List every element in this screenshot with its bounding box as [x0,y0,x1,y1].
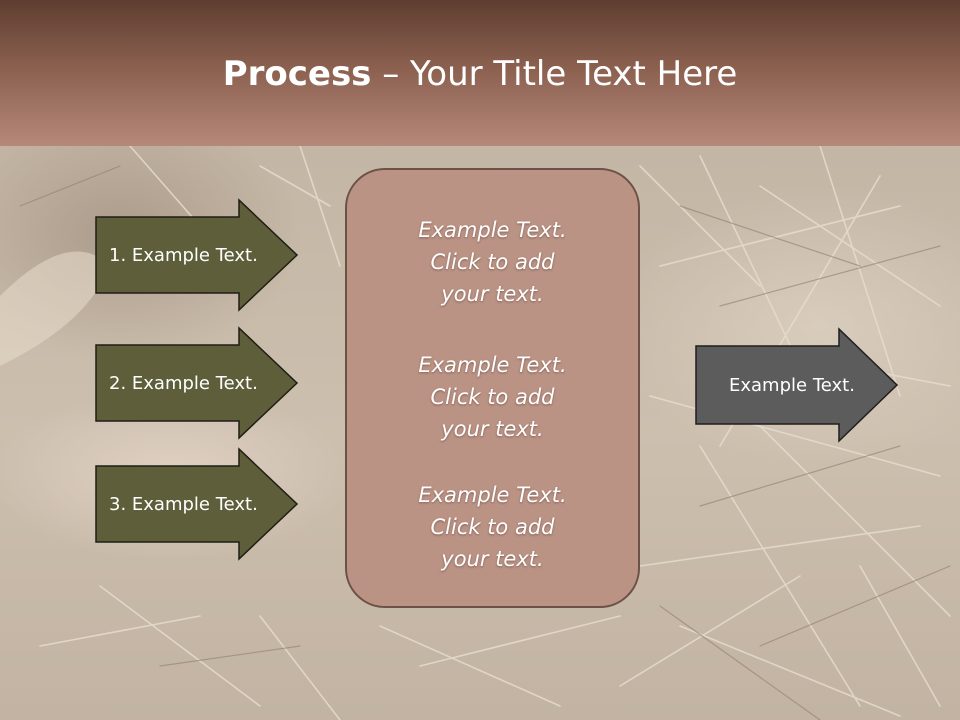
step-arrow-3[interactable]: 3. Example Text. [95,447,300,561]
result-arrow[interactable]: Example Text. [695,327,900,443]
dry-grass-texture [0,146,951,720]
text-block-2-line2: Click to add [430,385,555,409]
result-arrow-shape [695,327,899,443]
text-block-3-line1: Example Text. [418,483,567,507]
text-block-1-line1: Example Text. [418,218,567,242]
arrow-shape-2 [95,326,299,440]
step-arrow-2-label: 2. Example Text. [109,372,258,394]
title-bold-part: Process [222,54,372,94]
text-block-1-line2: Click to add [430,250,555,274]
slide-title[interactable]: Process – Your Title Text Here [0,52,960,96]
step-arrow-3-label: 3. Example Text. [109,493,258,515]
step-arrow-1[interactable]: 1. Example Text. [95,198,300,312]
text-block-2-line1: Example Text. [418,353,567,377]
text-block-3-line2: Click to add [430,515,555,539]
text-block-1: Example Text. Click to add your text. [347,214,638,310]
arrow-shape-3 [95,447,299,561]
title-bar: Process – Your Title Text Here [0,0,960,146]
step-arrow-1-label: 1. Example Text. [109,244,258,266]
text-block-2: Example Text. Click to add your text. [347,349,638,445]
text-block-1-line3: your text. [441,282,544,306]
title-rest-part: – Your Title Text Here [371,54,738,94]
text-block-3-line3: your text. [441,547,544,571]
result-arrow-label: Example Text. [729,374,855,396]
text-block-3: Example Text. Click to add your text. [347,479,638,575]
text-block-2-line3: your text. [441,417,544,441]
center-text-box[interactable]: Example Text. Click to add your text. Ex… [345,168,640,608]
step-arrow-2[interactable]: 2. Example Text. [95,326,300,440]
arrow-shape-1 [95,198,299,312]
